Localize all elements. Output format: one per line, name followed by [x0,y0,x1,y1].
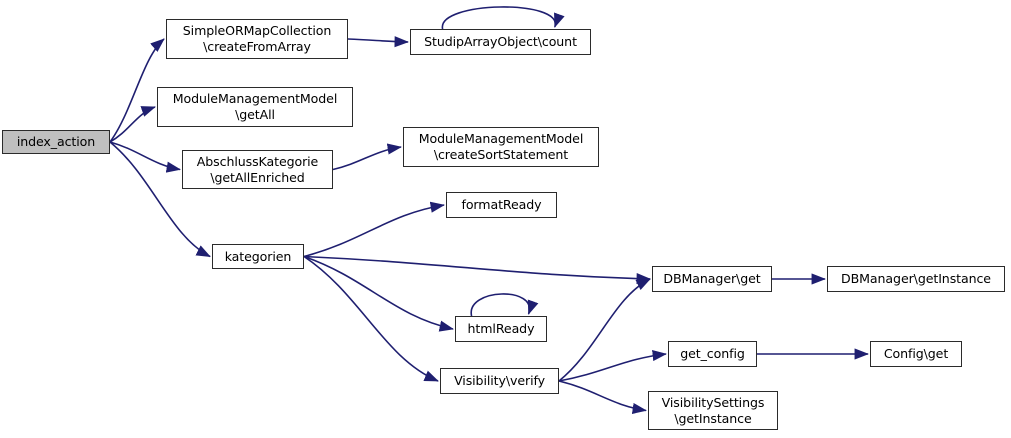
graph-node-abschlusskategorie_getallenriched[interactable]: AbschlussKategorie \getAllEnriched [182,150,333,189]
graph-node-label: AbschlussKategorie \getAllEnriched [196,153,319,185]
graph-node-config_get[interactable]: Config\get [870,341,962,367]
graph-node-get_config[interactable]: get_config [668,341,757,367]
graph-node-label: VisibilitySettings \getInstance [661,394,765,426]
graph-node-studiparrayobject_count[interactable]: StudipArrayObject\count [410,29,591,55]
graph-node-label: get_config [680,346,745,362]
graph-node-label: htmlReady [467,321,535,337]
graph-node-dbmanager_getinstance[interactable]: DBManager\getInstance [827,266,1005,292]
edge-kategorien-to-formatready [303,201,445,258]
edge-visibility_verify-to-dbmanager_get [558,278,651,382]
graph-node-htmlready[interactable]: htmlReady [455,316,547,342]
edge-visibility_verify-to-visibilitysettings_getinstance [558,380,647,415]
graph-node-label: index_action [16,134,96,150]
graph-node-formatready[interactable]: formatReady [446,192,557,218]
graph-node-label: Visibility\verify [454,373,545,389]
graph-node-modulemanagementmodel_createsortstatement[interactable]: ModuleManagementModel \createSortStateme… [403,127,599,167]
edge-kategorien-to-dbmanager_get [303,255,651,285]
graph-node-simpleormapcollection_createfromarray[interactable]: SimpleORMapCollection \createFromArray [166,19,348,59]
graph-node-visibilitysettings_getinstance[interactable]: VisibilitySettings \getInstance [648,391,778,430]
edge-simpleormapcollection_createfromarray-to-studiparrayobject_count [347,36,409,48]
edge-kategorien-to-visibility_verify [303,255,439,382]
graph-node-kategorien[interactable]: kategorien [212,244,304,269]
graph-node-label: ModuleManagementModel \createSortStateme… [418,131,584,162]
graph-node-label: DBManager\getInstance [841,271,991,287]
graph-node-label: StudipArrayObject\count [424,34,577,50]
edge-kategorien-to-htmlready [303,255,454,332]
graph-node-label: SimpleORMapCollection \createFromArray [182,23,332,54]
graph-node-label: ModuleManagementModel \getAll [172,91,338,122]
graph-node-dbmanager_get[interactable]: DBManager\get [652,266,772,292]
graph-node-visibility_verify[interactable]: Visibility\verify [440,368,559,394]
graph-node-label: formatReady [461,197,542,213]
edge-studiparrayobject_count-to-studiparrayobject_count [441,6,565,30]
edge-index_action-to-abschlusskategorie_getallenriched [109,141,181,173]
graph-node-label: DBManager\get [663,271,761,287]
edge-visibility_verify-to-get_config [558,349,667,382]
edge-htmlready-to-htmlready [470,293,539,317]
graph-node-label: Config\get [883,346,949,362]
edge-index_action-to-simpleormapcollection_createfromarray [109,38,165,143]
graph-node-label: kategorien [224,248,292,264]
graph-node-modulemanagementmodel_getall[interactable]: ModuleManagementModel \getAll [157,87,353,127]
edge-abschlusskategorie_getallenriched-to-modulemanagementmodel_createsortstatement [332,143,402,171]
edge-index_action-to-modulemanagementmodel_getall [109,106,156,143]
graph-node-index_action[interactable]: index_action [2,130,110,154]
